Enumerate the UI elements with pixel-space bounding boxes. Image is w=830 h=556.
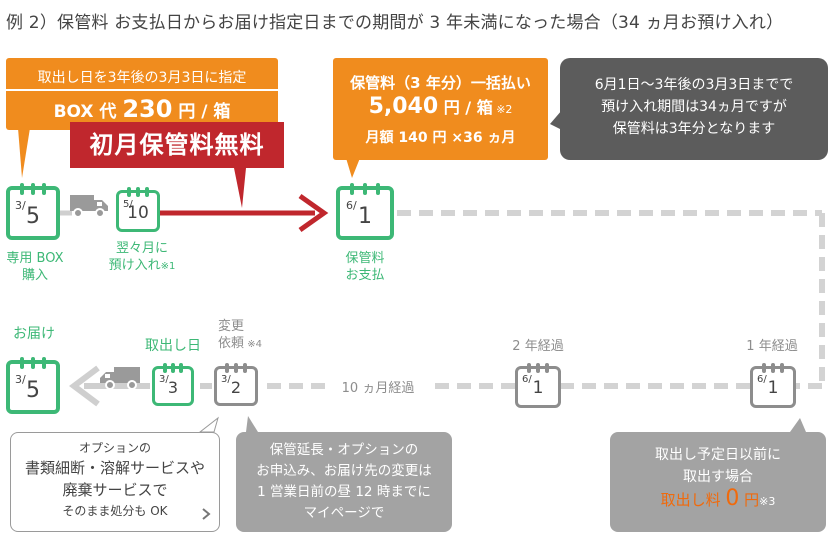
fee-monthly: 月額 140 円 ×36 ヵ月 [365, 130, 516, 146]
period-callout-tail [550, 110, 562, 130]
label-pickup: 取出し日 [145, 338, 201, 354]
red-arrowhead [298, 193, 329, 233]
calendar-purchase: 3/ 5 [6, 183, 60, 240]
period-line-2: 預け入れ期間は34ヵ月ですが [601, 99, 787, 115]
storage-fee-callout: 保管料（3 年分）一括払い 5,040 円 / 箱 ※2 月額 140 円 ×3… [333, 58, 548, 160]
options-line-2: 書類細断・溶解サービスや [24, 459, 205, 477]
period-line-3: 保管料は3年分となります [612, 121, 776, 137]
options-line-4: そのまま処分も OK [62, 504, 168, 518]
calendar-deposit: 5/ 10 [116, 187, 160, 232]
fee-callout-tail [346, 158, 360, 178]
first-month-free-label: 初月保管料無料 [70, 122, 284, 168]
period-explanation-callout: 6月1日〜3年後の3月3日までで 預け入れ期間は34ヵ月ですが 保管料は3年分と… [560, 58, 828, 160]
label-ten-months: 10 ヵ月経過 [341, 381, 415, 396]
truck-icon-return [100, 367, 140, 390]
calendar-delivery: 3/ 5 [6, 357, 60, 414]
label-change: 変更 依頼 ※4 [218, 319, 262, 351]
options-line-1: オプションの [78, 441, 151, 455]
label-deposit: 翌々月に 預け入れ※1 [108, 241, 176, 273]
callout-divider [6, 89, 278, 91]
diagram-title: 例 2）保管料 お支払日からお届け指定日までの期間が 3 年未満になった場合（3… [6, 13, 784, 33]
label-year1: 1 年経過 [746, 339, 798, 354]
label-delivery: お届け [13, 326, 55, 342]
box-price-value: 230 [122, 95, 173, 123]
fee-amount: 5,040 円 / 箱 ※2 [368, 94, 513, 119]
procedure-box-tail [246, 416, 258, 432]
pickup-fee-line-2: 取出す場合 [683, 469, 753, 485]
fee-title: 保管料（3 年分）一括払い [350, 74, 531, 92]
calendar-year2: 6/ 1 [515, 363, 561, 408]
period-line-1: 6月1日〜3年後の3月3日までで [594, 77, 794, 93]
chevron-right-icon[interactable] [201, 507, 211, 521]
calendar-payment: 6/ 1 [336, 183, 394, 240]
calendar-pickup: 3/ 3 [152, 363, 194, 406]
pickup-date-text: 取出し日を3年後の3月3日に指定 [37, 70, 247, 86]
box-price: BOX 代 230 円 / 箱 [53, 95, 231, 123]
pickup-fee-amount: 取出し料 0 円※3 [660, 486, 776, 511]
label-year2: 2 年経過 [512, 339, 564, 354]
gray-arrowhead [69, 365, 100, 407]
options-box-tail [198, 416, 219, 433]
options-line-3: 廃棄サービスで [62, 481, 168, 499]
fee-box-tail [790, 418, 806, 432]
pickup-fee-line-1: 取出し予定日以前に [655, 447, 781, 463]
options-box: オプションの 書類細断・溶解サービスや 廃棄サービスで そのまま処分も OK [10, 432, 220, 532]
calendar-change: 3/ 2 [214, 363, 258, 406]
procedure-box: 保管延長・オプションの お申込み、お届け先の変更は 1 営業日前の昼 12 時ま… [236, 432, 452, 532]
label-purchase: 専用 BOX 購入 [6, 251, 64, 283]
truck-icon [70, 195, 108, 218]
calendar-year1: 6/ 1 [750, 363, 796, 408]
pickup-fee-box: 取出し予定日以前に 取出す場合 取出し料 0 円※3 [610, 432, 826, 532]
free-label-tail [234, 168, 246, 208]
label-payment: 保管料 お支払 [345, 251, 385, 283]
pickup-price-callout: 取出し日を3年後の3月3日に指定 BOX 代 230 円 / 箱 [6, 58, 278, 130]
pickup-callout-tail [18, 128, 30, 178]
